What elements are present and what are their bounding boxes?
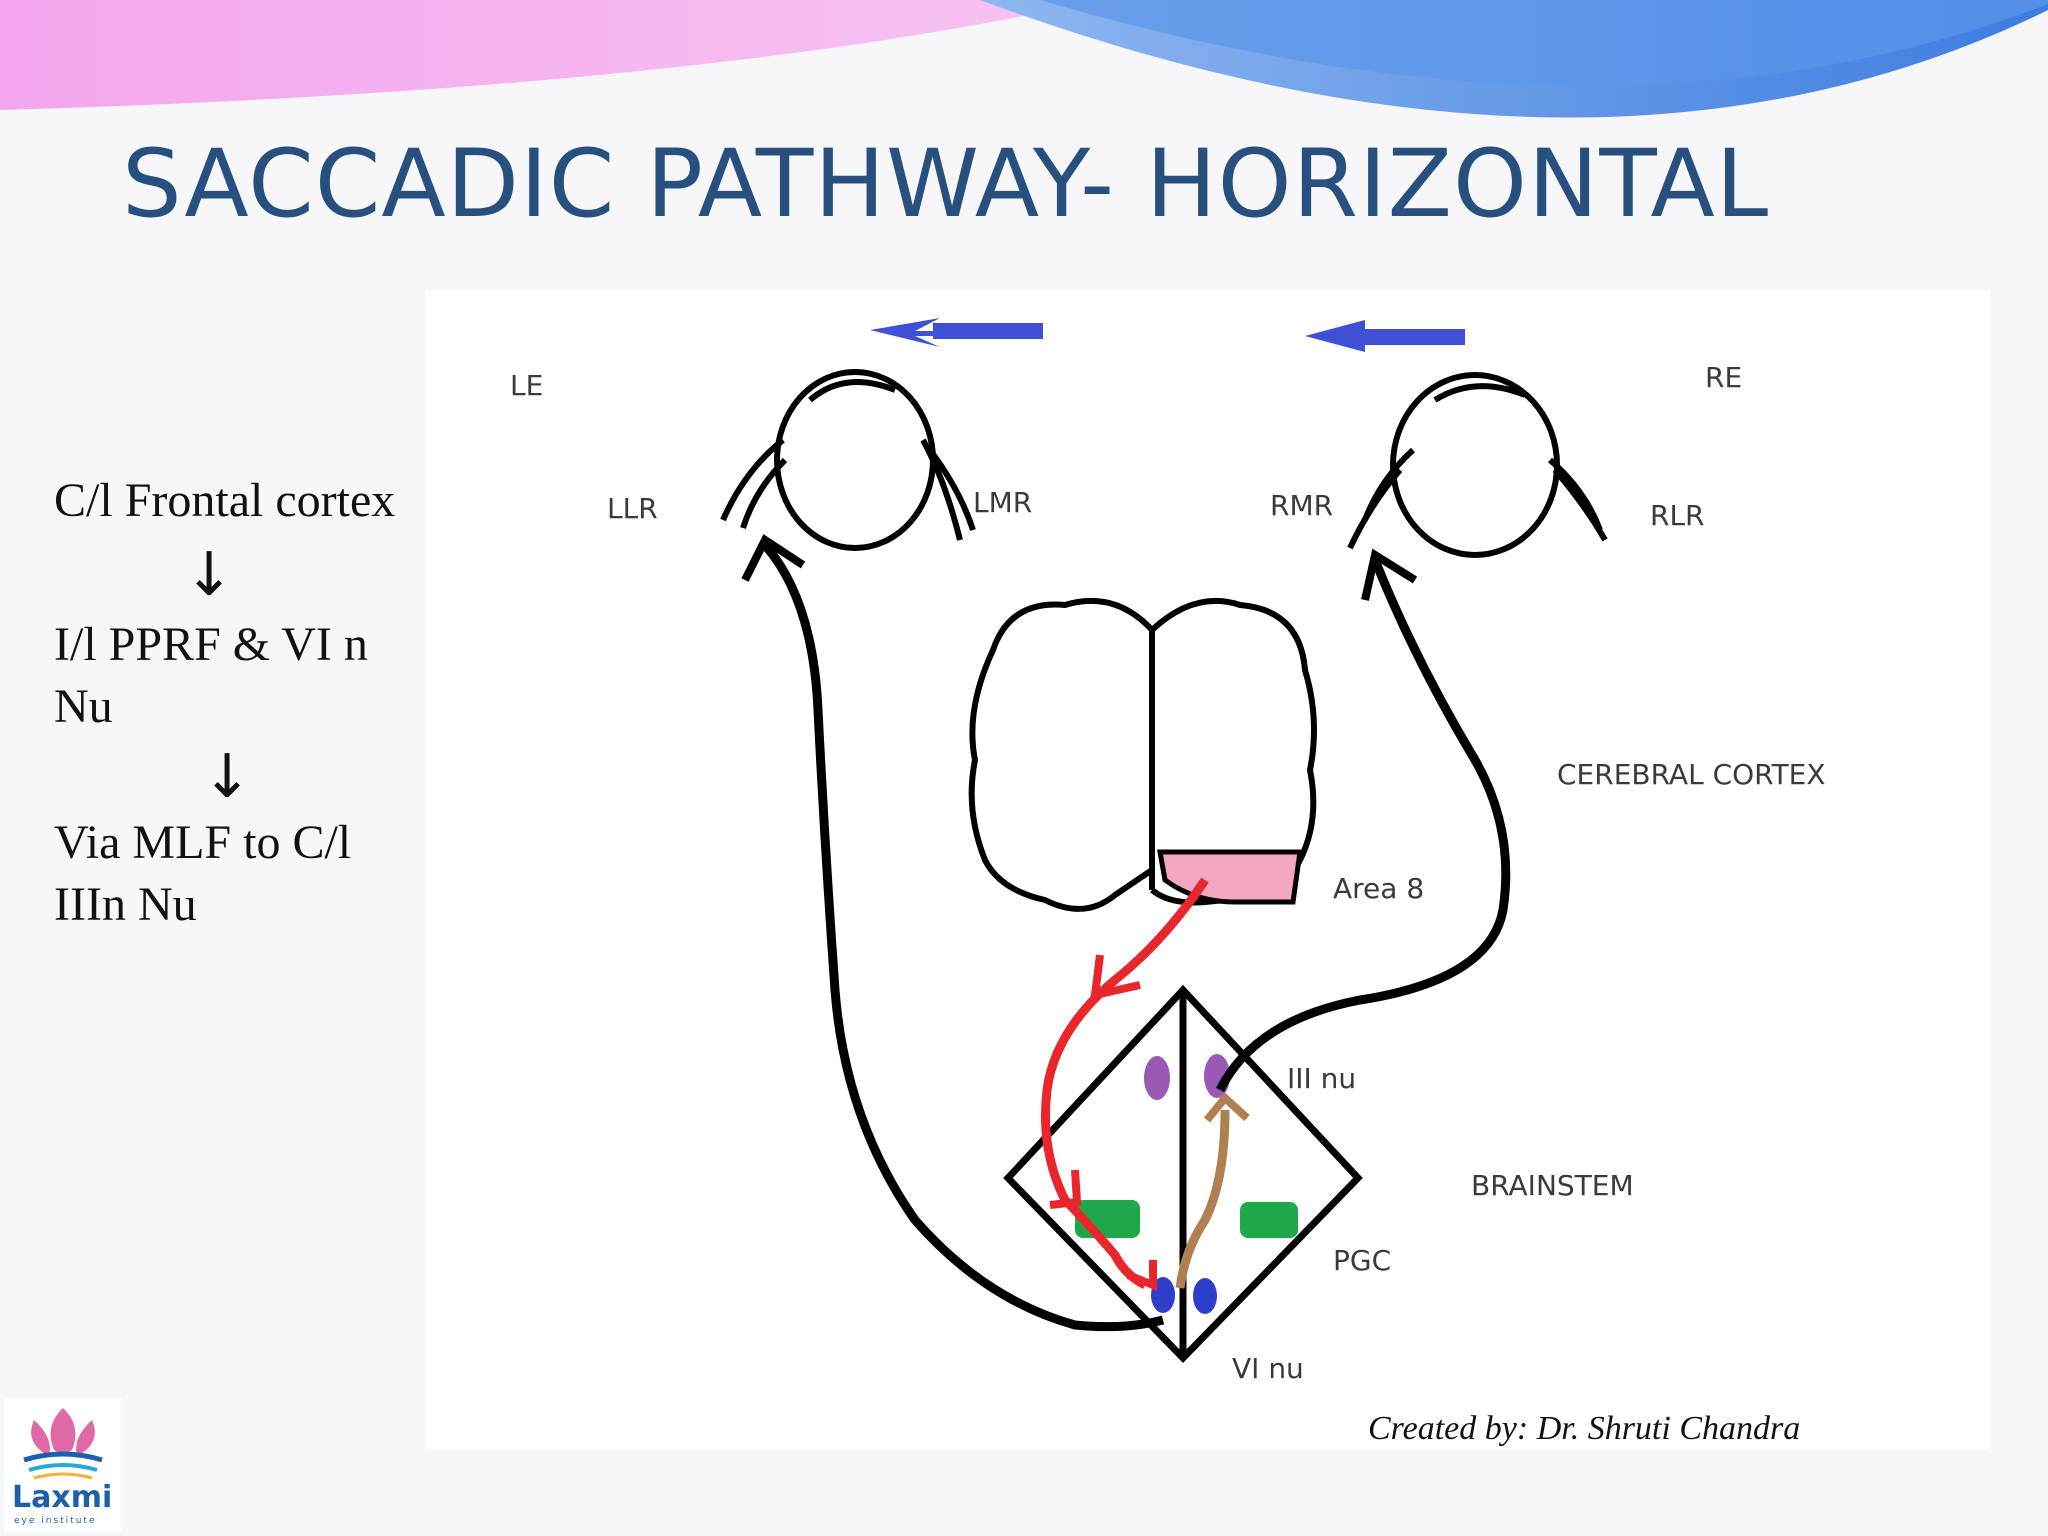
label-pgc: PGC [1333, 1244, 1391, 1277]
right-medial-rectus-pathway [1215, 558, 1511, 1093]
gaze-arrow-left-icon [870, 318, 1043, 347]
right-eyeball [1347, 372, 1608, 558]
flow-step-frontal-cortex: C/l Frontal cortex [54, 474, 396, 527]
left-eyeball [720, 369, 976, 551]
label-vi-nu: VI nu [1232, 1352, 1304, 1385]
right-pathway-arrowhead-icon [1361, 548, 1418, 601]
label-brainstem: BRAINSTEM [1471, 1169, 1634, 1202]
logo-subtitle: eye institute [14, 1516, 97, 1526]
left-pathway-arrowhead-icon [741, 534, 806, 582]
iii-nucleus-left [1144, 1056, 1170, 1100]
pathway-flow: C/l Frontal cortex ↓ I/l PPRF & VI n Nu … [54, 470, 414, 936]
label-le: LE [510, 369, 543, 402]
vi-nucleus-right [1193, 1278, 1217, 1314]
frontal-to-pprf-pathway [1041, 877, 1209, 1290]
gaze-arrow-right-icon [1305, 320, 1465, 352]
down-arrow-icon: ↓ [184, 540, 235, 610]
mlf-pathway [1175, 1109, 1230, 1289]
red-arrowhead-icon [1049, 1169, 1082, 1209]
credit-text: Created by: Dr. Shruti Chandra [1368, 1410, 1801, 1447]
diagram-panel: LE RE LLR LMR RMR RLR CEREBRAL CORTEX Ar… [425, 290, 1990, 1450]
down-arrow-icon: ↓ [202, 742, 253, 812]
saccadic-pathway-diagram: LE RE LLR LMR RMR RLR CEREBRAL CORTEX Ar… [510, 318, 1826, 1385]
label-lmr: LMR [973, 486, 1032, 519]
brainstem-outline [1003, 984, 1363, 1364]
label-re: RE [1705, 361, 1742, 394]
red-arrowhead-icon [1126, 1260, 1157, 1291]
label-llr: LLR [607, 492, 658, 525]
flow-step-pprf: I/l PPRF & VI n Nu [54, 618, 368, 733]
logo-name: Laxmi [12, 1480, 113, 1515]
label-iii-nu: III nu [1287, 1062, 1356, 1095]
laxmi-logo: Laxmi eye institute [4, 1398, 122, 1532]
flow-step-mlf: Via MLF to C/l IIIn Nu [54, 816, 352, 931]
mlf-arrowhead-icon [1203, 1092, 1250, 1123]
left-lateral-rectus-pathway [761, 542, 1165, 1332]
area8-region [1157, 849, 1303, 905]
label-area8: Area 8 [1333, 872, 1424, 905]
label-rmr: RMR [1270, 489, 1333, 522]
label-rlr: RLR [1650, 499, 1705, 532]
header-wave [0, 0, 2048, 118]
lotus-icon [23, 1408, 103, 1480]
label-cerebral-cortex: CEREBRAL CORTEX [1557, 758, 1826, 791]
pgc-nucleus-right [1240, 1202, 1298, 1238]
slide-title: SACCADIC PATHWAY- HORIZONTAL [122, 130, 1770, 239]
red-arrowhead-icon [1090, 954, 1141, 1001]
